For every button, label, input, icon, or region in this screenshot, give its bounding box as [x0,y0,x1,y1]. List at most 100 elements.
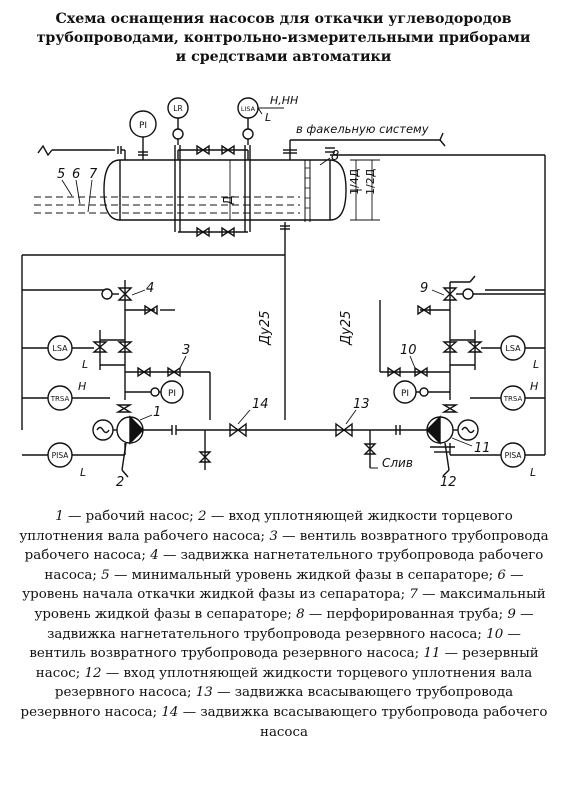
lr-instrument: LR [167,97,189,145]
label-h-left: Н [78,380,86,393]
level-gauge-assembly [174,145,251,233]
lisa-instrument: LISA [237,97,259,145]
valve-3 [125,366,211,420]
legend-number-5: 5 [101,567,110,583]
number-7: 7 [89,167,98,182]
number-4: 4 [146,281,154,296]
legend-text-2: — вход уплотняющей жидкости торцевого уп… [19,509,513,544]
number-12: 12 [440,475,457,490]
label-l-left-1: L [82,358,88,371]
legend-text-6: — уровень начала откачки жидкой фазы из … [22,567,524,603]
legend-number-2: 2 [198,509,207,524]
legend-text-8: — перфорированная труба; [304,606,508,622]
legend-text-11: — резервный насос; [35,646,539,681]
legend-text-12: — вход уплотняющей жидкости торцевого уп… [54,665,533,701]
lsa-right-label: LSA [505,344,521,353]
legend-text-14: — задвижка всасывающего трубопровода раб… [178,704,548,740]
seal-inlet-2 [121,442,129,478]
legend-text-7: — максимальный уровень жидкой фазы в сеп… [34,587,546,622]
legend-number-14: 14 [161,704,179,720]
label-quarter-d: 1/4Д [348,168,361,195]
legend-caption: 1 — рабочий насос; 2 — вход уплотняющей … [18,507,550,742]
gauge-top-valves [196,144,235,238]
legend-text-13: — задвижка всасывающего трубопровода рез… [20,685,514,720]
legend-text-10: — вентиль возвратного трубопровода резер… [29,626,521,662]
pi-right-instrument: PI [393,380,450,404]
trsa-left-instrument: TRSA [22,385,110,411]
central-drain-pipe [280,222,290,420]
pisa-right-instrument: PISA [449,290,546,468]
valve-4 [101,287,133,301]
legend-number-8: 8 [296,606,305,622]
number-14: 14 [252,397,269,412]
left-bypass-valves [92,341,133,353]
number-8: 8 [331,149,339,164]
legend-number-3: 3 [269,528,278,544]
diagram-title: Схема оснащения насосов для откачки угле… [20,10,547,67]
valve-9 [442,275,545,301]
label-l-left-2: L [80,466,86,479]
number-9: 9 [420,281,428,296]
pisa-right-label: PISA [505,451,523,460]
flare-line [283,132,446,160]
legend-text-5: — минимальный уровень жидкой фазы в сепа… [109,567,498,583]
label-d: Д [221,196,235,205]
number-1: 1 [153,405,161,420]
level-lines [34,196,300,214]
lsa-left-instrument: LSA [22,335,94,361]
valve-13 [335,422,353,438]
label-l-right-2: L [530,466,536,479]
number-5-label: 5 [57,167,65,182]
title-line-3: и средствами автоматики [175,49,392,65]
label-half-d: 1/2Д [364,168,377,195]
number-10: 10 [400,343,417,358]
left-return-loop [21,254,285,430]
pi-top-instrument: PI [129,110,157,160]
legend-text-9: — задвижка нагнетательного трубопровода … [47,606,534,642]
valve-14 [229,422,247,438]
number-6: 6 [72,167,80,182]
label-l-top: L [265,111,271,124]
number-3: 3 [182,343,190,358]
legend-text-4: — задвижка нагнетательного трубопровода … [44,548,544,583]
pump-piping-schematic: Д 1/4Д 1/2Д PI [21,94,546,490]
lr-label: LR [173,104,182,113]
pisa-left-instrument: PISA [22,442,126,468]
number-13: 13 [353,397,370,412]
lisa-label: LISA [241,105,256,113]
label-l-right-1: L [533,358,539,371]
number-2: 2 [116,475,124,490]
lsa-left-label: LSA [52,344,68,353]
legend-number-13: 13 [195,685,213,701]
number-11: 11 [474,441,491,456]
perforated-pipe [304,160,311,222]
callout-lines [61,157,473,447]
pi-left-label: PI [168,389,176,399]
legend-number-7: 7 [409,587,418,603]
pi-left-instrument: PI [125,380,184,404]
legend-number-4: 4 [150,548,159,564]
separator-vessel [103,159,347,221]
legend-text-1: — рабочий насос; [63,509,199,524]
label-flare: в факельную систему [296,122,429,136]
pump-11 [395,404,479,453]
legend-number-6: 6 [497,567,506,583]
legend-number-12: 12 [84,665,102,681]
title-line-2: трубопроводами, контрольно-измерительным… [36,30,531,46]
label-dn25-left: Ду25 [258,311,273,346]
dimension-lines [229,159,380,221]
left-discharge-line [99,280,175,400]
pi-top-label: PI [139,121,147,131]
inlet-pipe [37,144,126,160]
trsa-right-label: TRSA [503,395,523,403]
right-discharge-line [379,282,476,400]
valve-10 [387,366,428,378]
pisa-left-label: PISA [52,451,70,460]
label-h-right: Н [530,380,538,393]
right-bypass-valves [442,341,483,353]
seal-inlet-12 [442,442,450,477]
legend-number-1: 1 [55,509,64,524]
label-dn25-right: Ду25 [339,311,354,346]
legend-number-10: 10 [486,626,504,642]
lsa-right-instrument: LSA [481,335,545,361]
